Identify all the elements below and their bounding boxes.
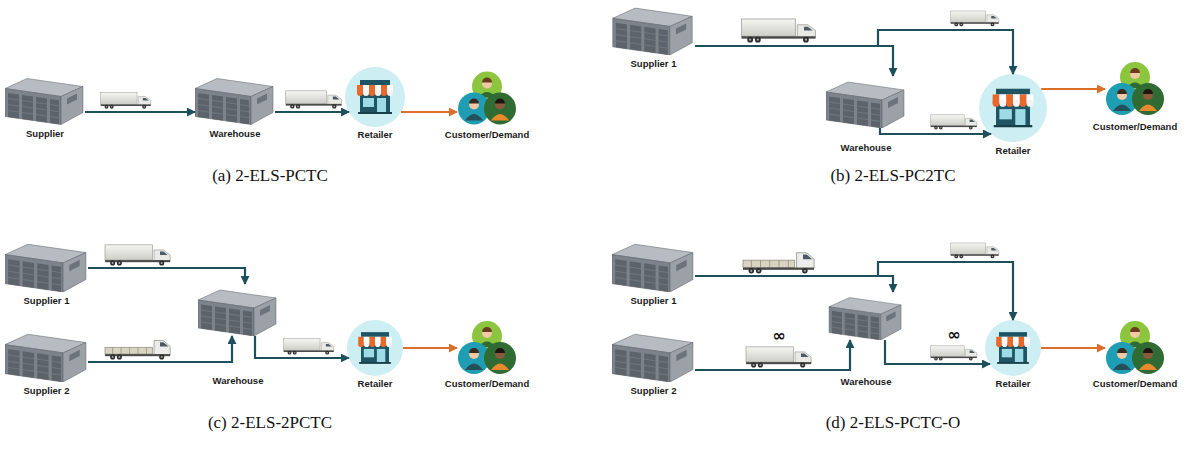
flow-arrow (85, 111, 195, 113)
customer-icon (1106, 321, 1164, 374)
truck-icon (105, 245, 170, 266)
node-label: Retailer (996, 378, 1031, 390)
customer-icon (1106, 62, 1164, 115)
subfigure-caption: (a) 2-ELS-PCTC (212, 166, 328, 186)
warehouse-node: Warehouse (826, 292, 906, 340)
node-label: Supplier 2 (631, 385, 677, 397)
retailer-node: Retailer (345, 67, 405, 127)
node-label: Customer/Demand (445, 129, 529, 141)
node-label: Customer/Demand (445, 378, 529, 390)
truck-icon (284, 339, 334, 355)
flow-arrow (695, 276, 893, 292)
truck-icon (931, 346, 977, 361)
flow-arrow (695, 262, 1013, 320)
customer-node: Customer/Demand (457, 70, 517, 127)
retailer-icon (347, 320, 403, 376)
supplier-icon (5, 334, 86, 382)
supplier-node: Supplier 2 (5, 328, 88, 382)
retailer-node: Retailer (985, 320, 1041, 376)
customer-node: Customer/Demand (457, 320, 517, 376)
truck-icon (101, 93, 151, 109)
node-label: Supplier 1 (631, 295, 677, 307)
node-label: Supplier 1 (24, 295, 70, 307)
subfigure-caption: (d) 2-ELS-PCTC-O (826, 413, 961, 433)
node-label: Customer/Demand (1093, 121, 1177, 133)
warehouse-node: Warehouse (198, 284, 278, 336)
node-label: Supplier 1 (631, 58, 677, 70)
supplier-node: Supplier 1 (612, 238, 695, 292)
supplier-node: Supplier (5, 72, 85, 125)
infinity-symbol: ∞ (947, 326, 960, 344)
truck-icon (742, 19, 816, 43)
supplier-icon (5, 79, 83, 125)
warehouse-icon (829, 298, 901, 340)
truck-icon (743, 253, 814, 274)
flow-arrow (1041, 88, 1105, 90)
truck-icon (951, 11, 999, 26)
node-label: Retailer (358, 378, 393, 390)
node-label: Retailer (358, 129, 393, 141)
supplier-icon (612, 244, 693, 292)
flow-arrow (695, 46, 893, 76)
retailer-node: Retailer (347, 320, 403, 376)
flow-arrow (401, 111, 457, 113)
customer-icon (458, 72, 516, 125)
node-label: Supplier (26, 128, 64, 140)
truck-icon (105, 341, 170, 360)
flow-arrow (255, 336, 349, 358)
supplier-node: Supplier 1 (5, 238, 88, 292)
warehouse-node: Warehouse (195, 72, 275, 125)
warehouse-icon (195, 79, 273, 125)
retailer-icon (979, 74, 1047, 142)
warehouse-node: Warehouse (826, 76, 906, 128)
flow-arrow (880, 128, 991, 134)
node-label: Warehouse (210, 128, 261, 140)
retailer-node: Retailer (979, 74, 1047, 142)
supplier-icon (612, 334, 693, 382)
truck-icon (746, 347, 811, 368)
infinity-symbol: ∞ (772, 327, 785, 345)
warehouse-icon (198, 290, 276, 336)
node-label: Warehouse (213, 375, 264, 387)
flow-arrow (695, 30, 1013, 74)
warehouse-icon (826, 82, 904, 128)
supplier-node: Supplier 1 (612, 2, 695, 55)
flow-arrow (1041, 347, 1105, 349)
flow-arrow (88, 336, 232, 362)
subfigure-caption: (b) 2-ELS-PC2TC (830, 166, 955, 186)
supplier-icon (5, 244, 86, 292)
customer-node: Customer/Demand (1105, 320, 1165, 376)
node-label: Customer/Demand (1093, 378, 1177, 390)
node-label: Warehouse (841, 376, 892, 388)
flow-arrow (88, 268, 245, 284)
subfigure-caption: (c) 2-ELS-2PCTC (208, 413, 332, 433)
supplier-node: Supplier 2 (612, 328, 695, 382)
flow-arrow (403, 347, 457, 349)
truck-icon (951, 243, 999, 258)
truck-icon (286, 91, 342, 109)
flow-arrow (885, 340, 990, 364)
node-label: Warehouse (841, 142, 892, 154)
customer-node: Customer/Demand (1105, 60, 1165, 118)
flow-arrow (275, 111, 349, 113)
node-label: Supplier 2 (24, 385, 70, 397)
retailer-icon (345, 67, 405, 127)
supplier-icon (613, 8, 693, 55)
truck-icon (931, 115, 977, 130)
node-label: Retailer (996, 145, 1031, 157)
customer-icon (458, 321, 516, 374)
retailer-icon (985, 320, 1041, 376)
